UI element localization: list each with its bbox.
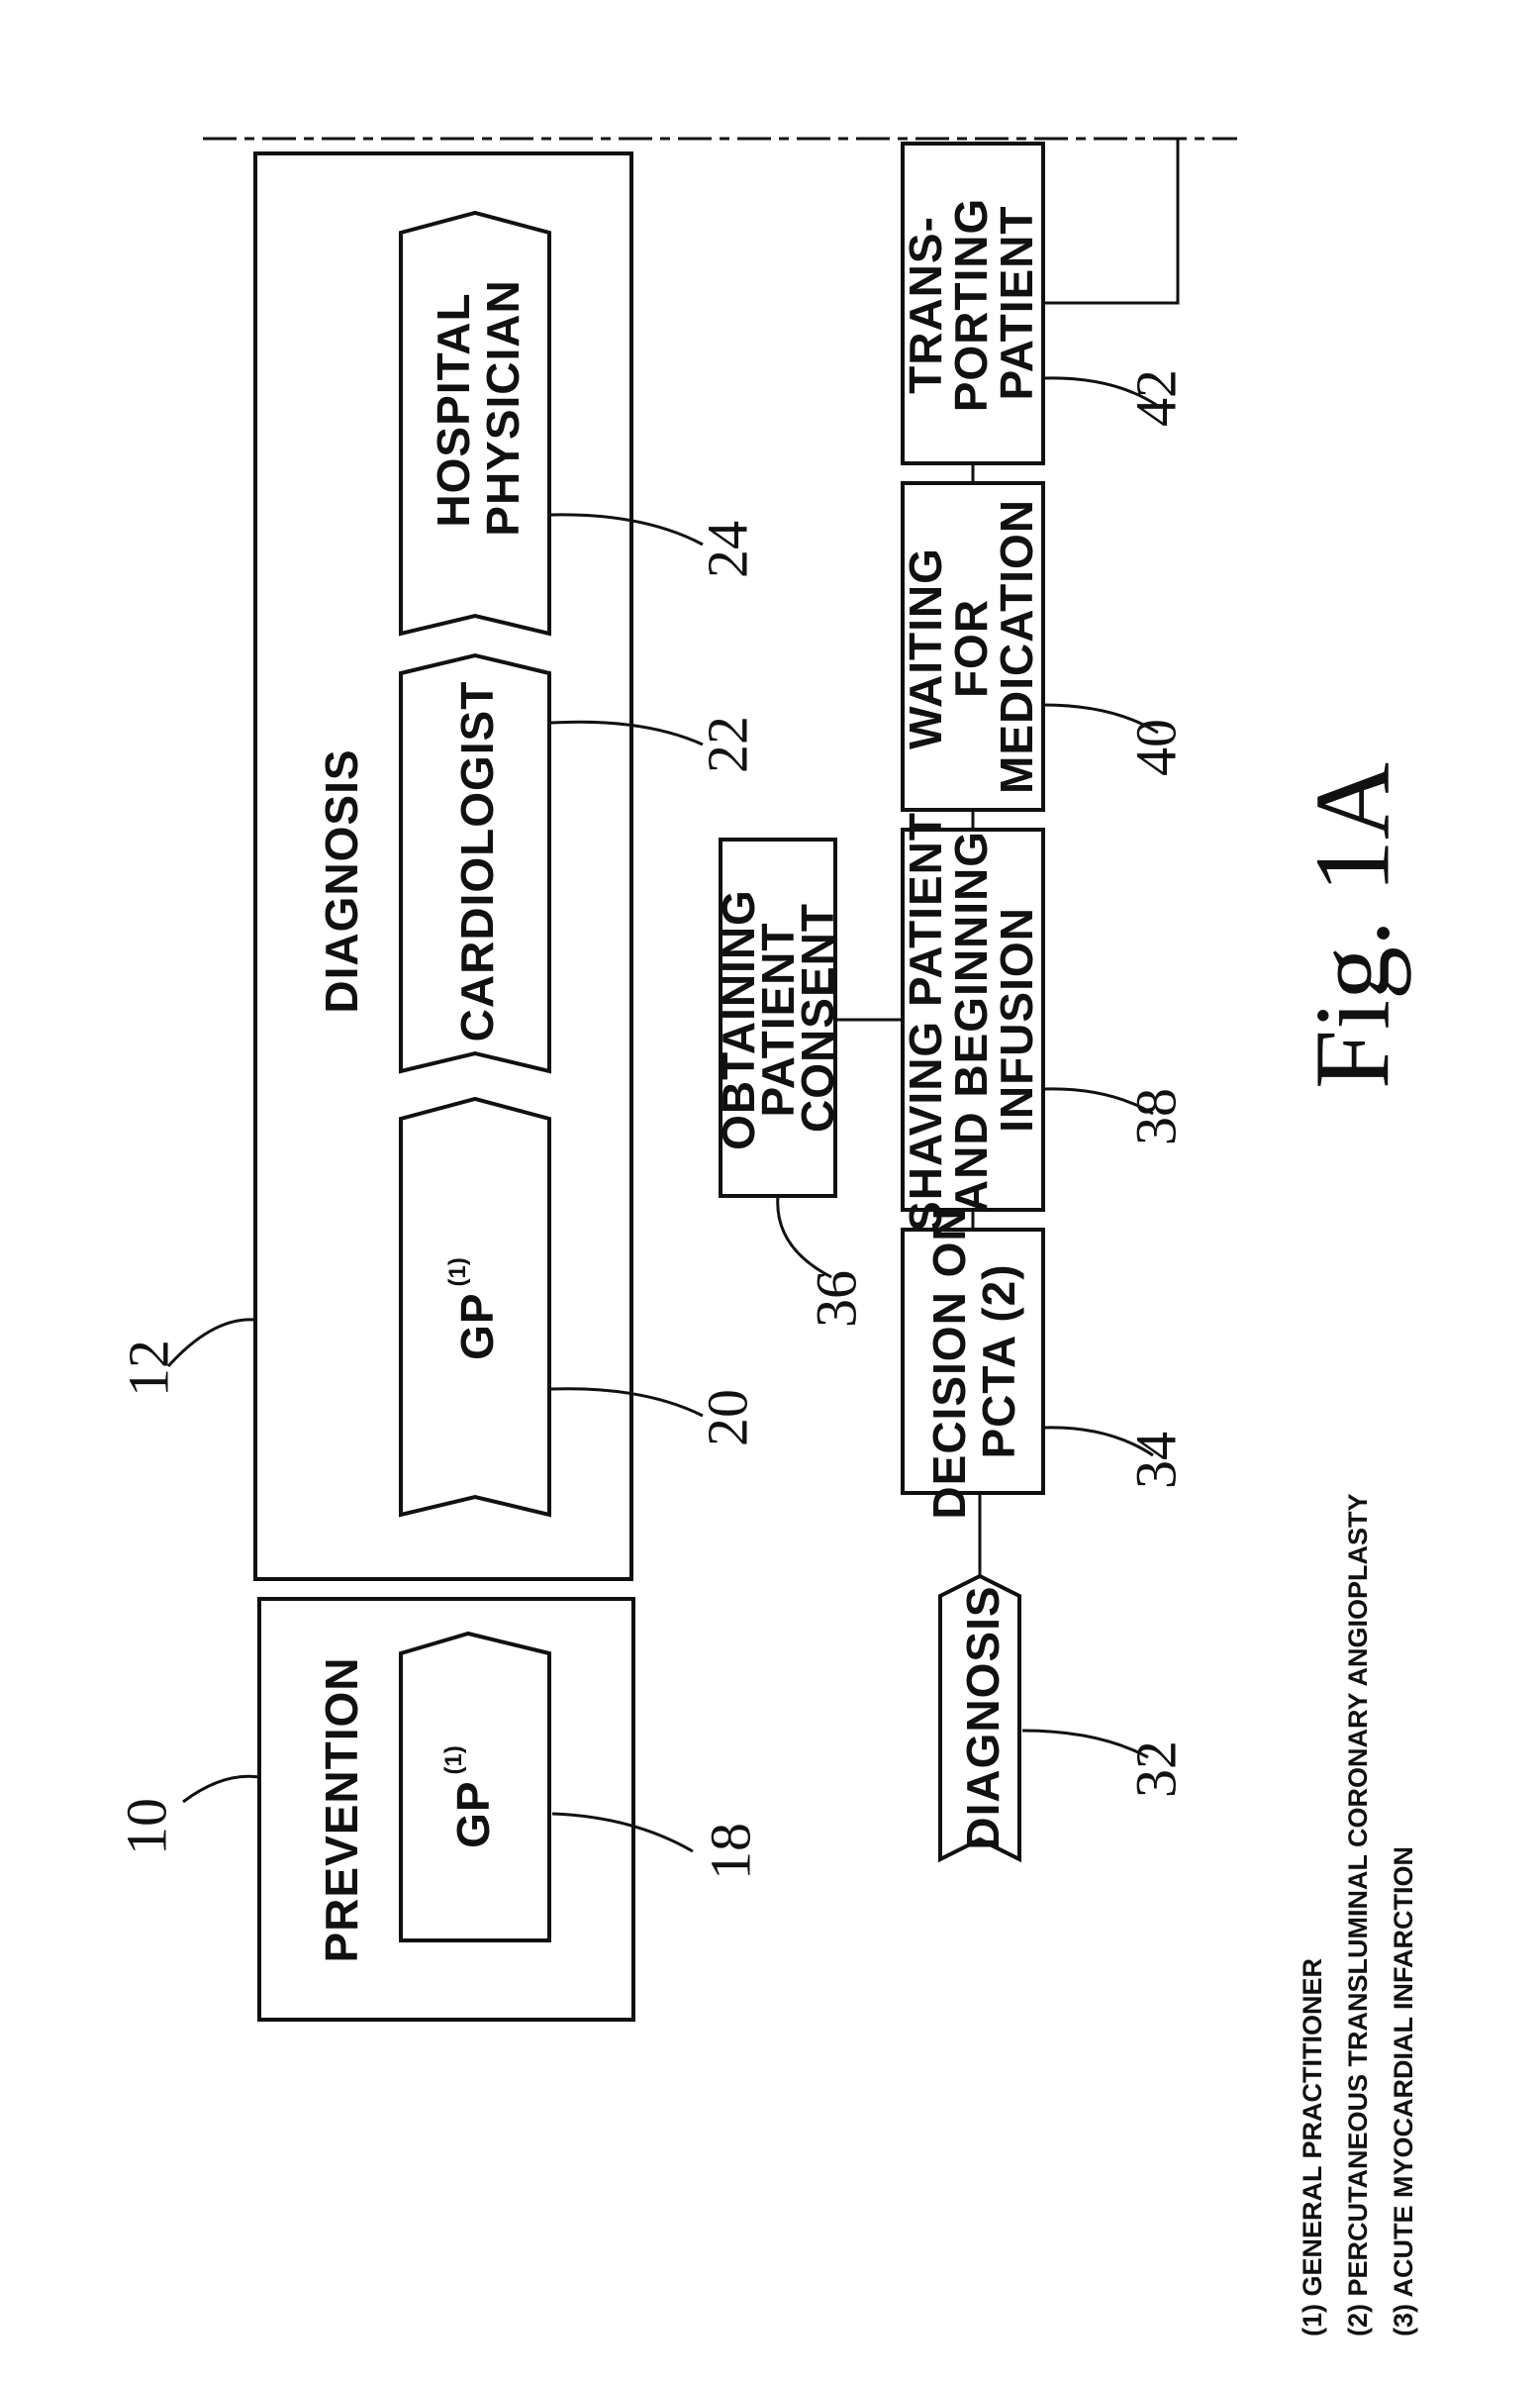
cardiologist-label: CARDIOLOGIST — [451, 681, 503, 1042]
leader-12 — [168, 1320, 255, 1366]
ref-34: 34 — [1124, 1432, 1189, 1489]
process-transporting-line-1: TRANS- — [900, 216, 951, 394]
ref-10: 10 — [115, 1798, 179, 1855]
process-shaving-line-1: SHAVING PATIENT — [900, 812, 951, 1232]
ref-22: 22 — [696, 716, 760, 773]
process-shaving-line-3: INFUSION — [991, 907, 1042, 1133]
consent-label: OBTAINING PATIENT CONSENT — [713, 885, 843, 1150]
diagnosis-group-title: DIAGNOSIS — [316, 748, 367, 1013]
footnote-1: (1) GENERAL PRACTITIONER — [1298, 1958, 1327, 2336]
process-transporting-line-2: PORTING — [945, 198, 997, 413]
ref-40: 40 — [1124, 719, 1189, 776]
leader-18 — [552, 1814, 693, 1851]
ref-42: 42 — [1124, 369, 1189, 427]
process-waiting-label: WAITING FOR MEDICATION — [900, 499, 1042, 794]
continuation-connector — [1043, 139, 1178, 303]
ref-24: 24 — [696, 521, 760, 578]
leader-20 — [551, 1389, 703, 1416]
prevention-gp-label: GP (1) — [440, 1745, 500, 1848]
hospital-physician-label: HOSPITAL PHYSICIAN — [428, 279, 529, 536]
prevention-gp-superscript: (1) — [440, 1745, 467, 1774]
leader-36 — [778, 1196, 831, 1277]
process-shaving-line-2: AND BEGINNING — [945, 831, 997, 1213]
leader-24 — [551, 515, 703, 545]
ref-38: 38 — [1124, 1088, 1189, 1145]
process-waiting-line-1: WAITING — [900, 547, 951, 749]
hospital-physician-line-1: HOSPITAL — [428, 292, 479, 527]
ref-18: 18 — [699, 1823, 763, 1880]
process-transporting-line-3: PATIENT — [991, 206, 1042, 401]
figure-caption: Fig. 1A — [1295, 762, 1412, 1089]
prevention-gp-text: GP — [447, 1780, 499, 1847]
leader-10 — [183, 1776, 259, 1802]
process-transporting-label: TRANS- PORTING PATIENT — [900, 194, 1042, 413]
prevention-title: PREVENTION — [316, 1656, 367, 1962]
process-waiting-line-2: FOR — [945, 599, 997, 698]
hospital-physician-line-2: PHYSICIAN — [477, 279, 529, 536]
process-waiting-line-3: MEDICATION — [991, 499, 1042, 794]
process-diagnosis-label: DIAGNOSIS — [957, 1585, 1009, 1849]
process-decision-label: DECISION ON PCTA (2) — [923, 1203, 1024, 1519]
ref-12: 12 — [117, 1340, 181, 1397]
process-shaving-label: SHAVING PATIENT AND BEGINNING INFUSION — [900, 808, 1042, 1232]
process-decision-line-1: DECISION ON — [923, 1207, 975, 1519]
consent-line-3: CONSENT — [792, 903, 843, 1133]
ref-20: 20 — [696, 1389, 760, 1446]
ref-36: 36 — [805, 1270, 869, 1328]
process-decision-line-2: PCTA (2) — [973, 1263, 1024, 1458]
footnote-2: (2) PERCUTANEOUS TRANSLUMINAL CORONARY A… — [1343, 1493, 1373, 2336]
diagnosis-gp-superscript: (1) — [444, 1257, 471, 1286]
diagnosis-gp-label: GP (1) — [444, 1257, 504, 1360]
leader-22 — [551, 722, 703, 744]
diagnosis-gp-text: GP — [451, 1292, 503, 1359]
ref-32: 32 — [1124, 1740, 1189, 1798]
footnote-3: (3) ACUTE MYOCARDIAL INFARCTION — [1389, 1846, 1418, 2336]
